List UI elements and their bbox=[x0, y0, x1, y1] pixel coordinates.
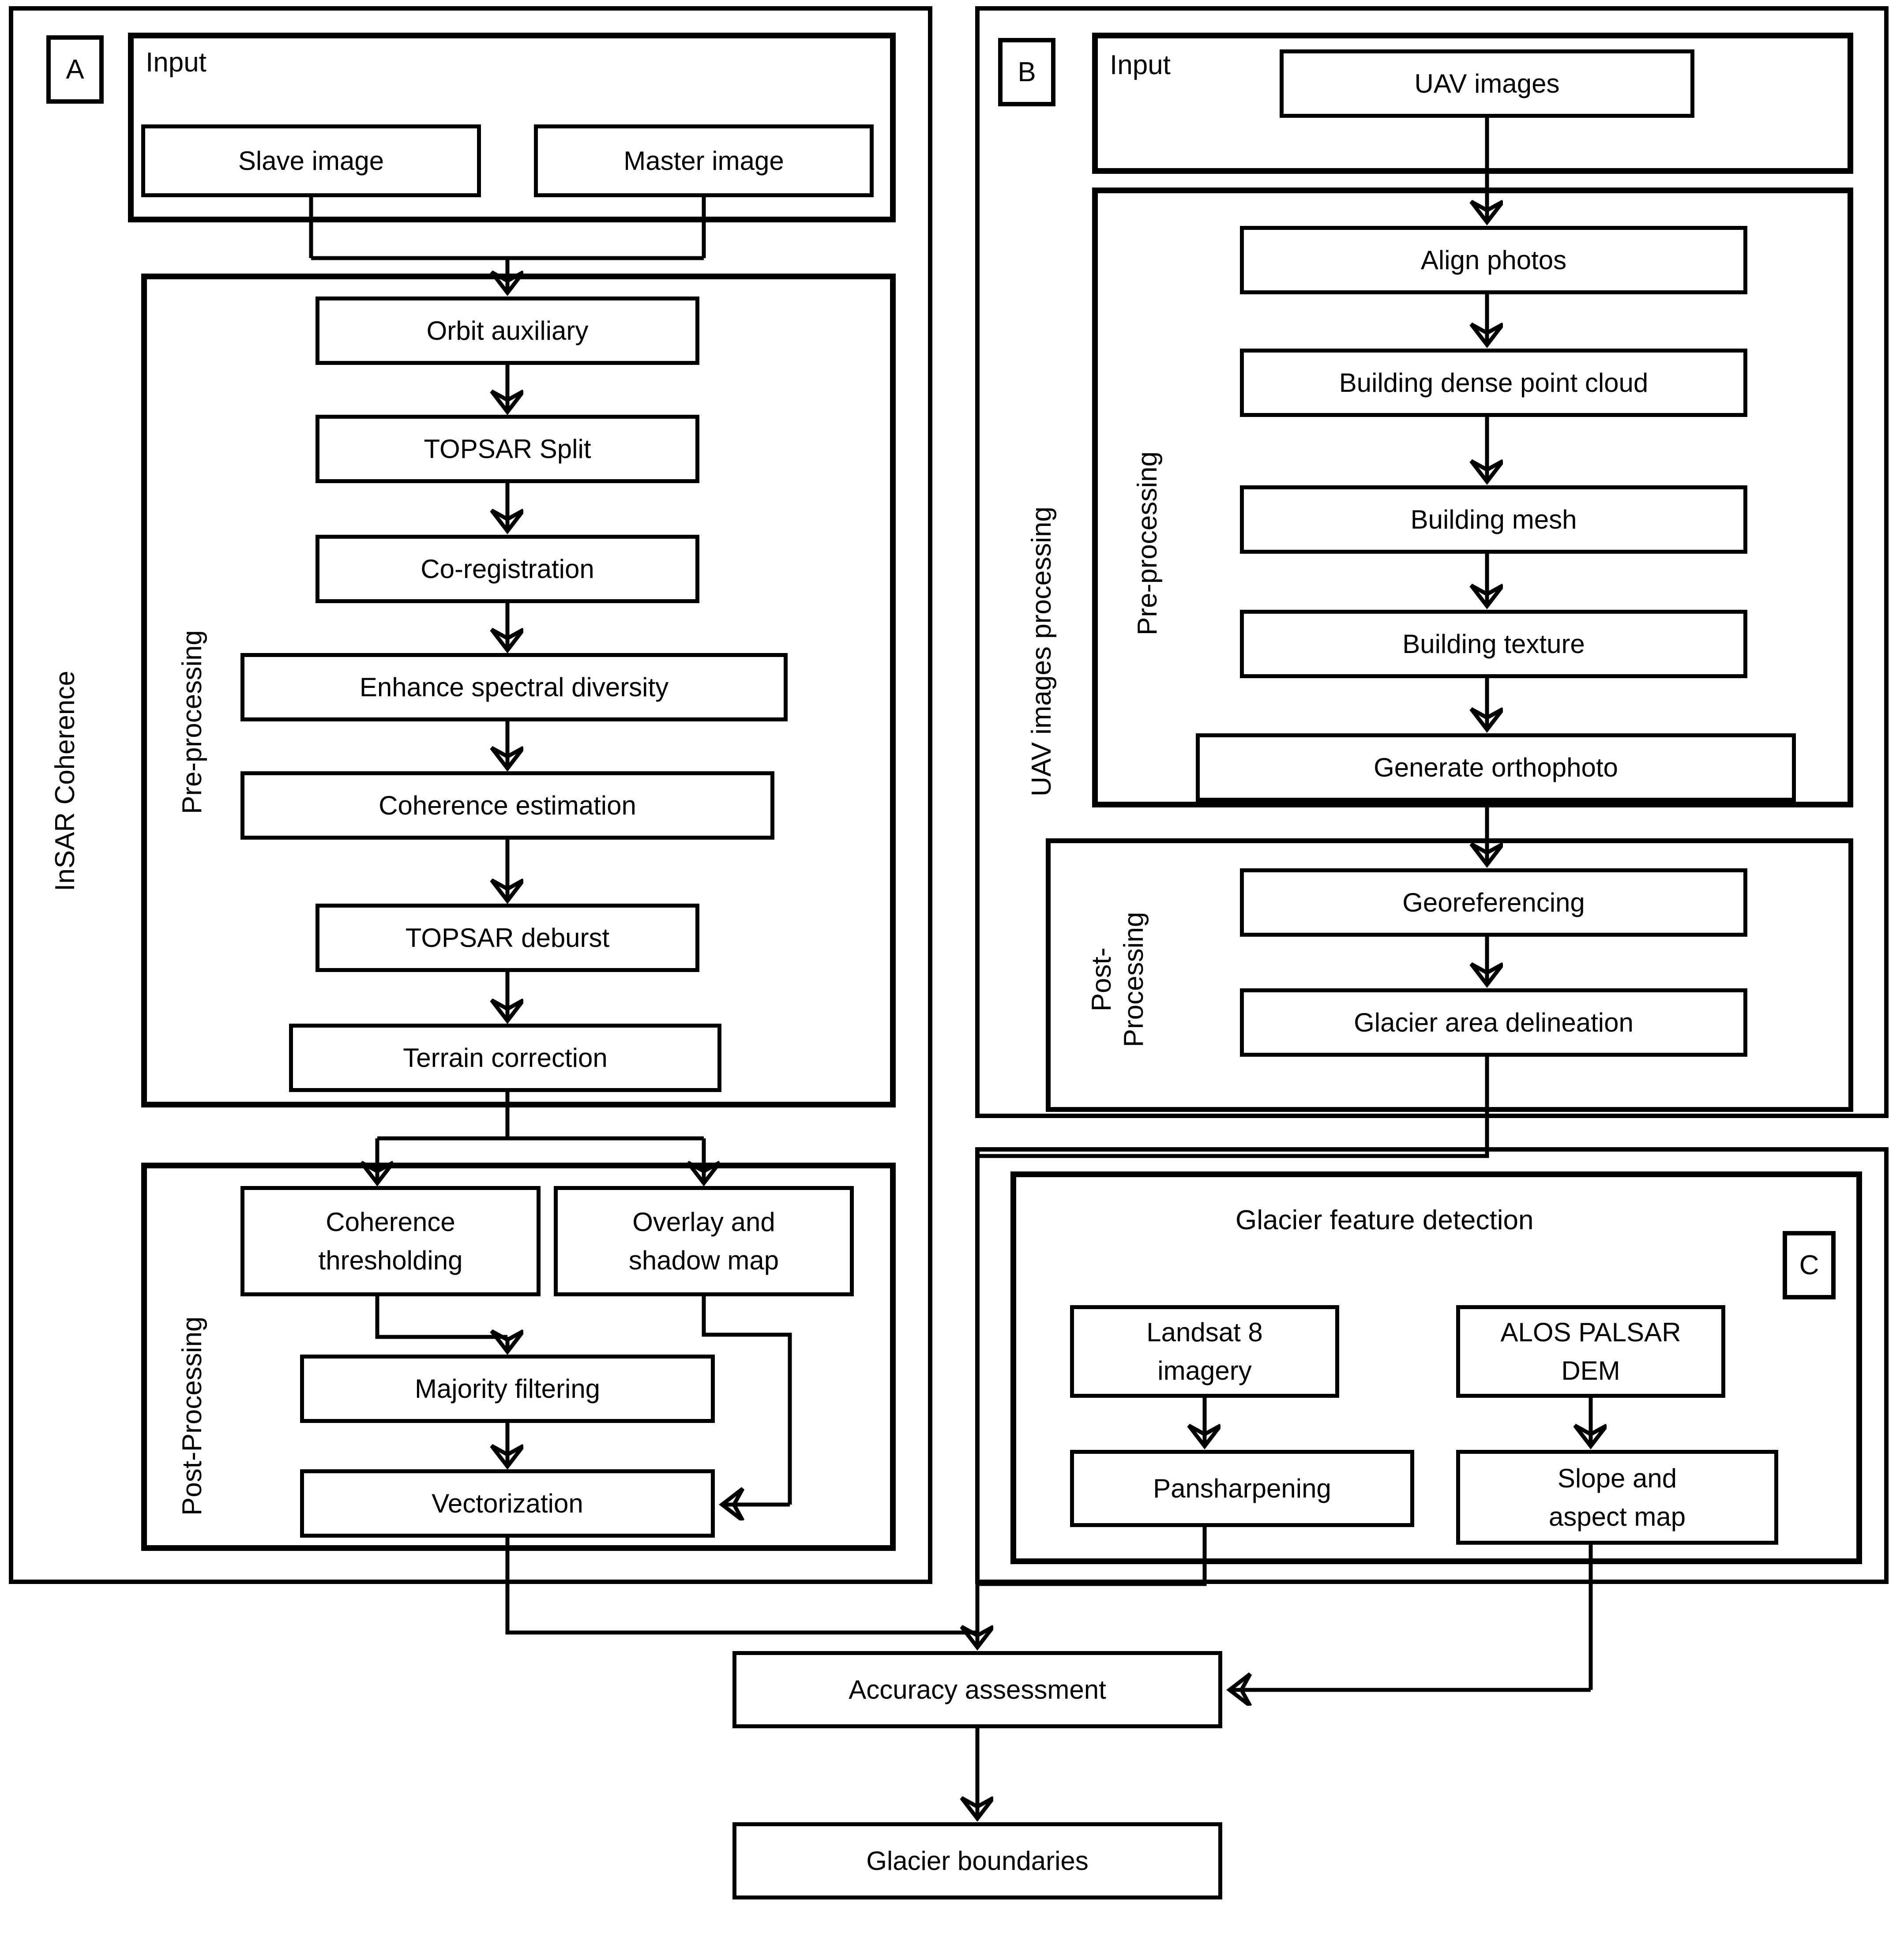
panel-b-postprocessing-label: Post- Processing bbox=[1085, 882, 1150, 1077]
box-slave-image[interactable]: Slave image bbox=[141, 124, 481, 197]
box-glacier-area-delineation-label: Glacier area delineation bbox=[1354, 1007, 1634, 1037]
box-pansharpening-label: Pansharpening bbox=[1153, 1473, 1331, 1503]
panel-a-insar-coherence bbox=[9, 6, 932, 1584]
panel-a-preprocessing-label: Pre-processing bbox=[177, 630, 207, 814]
box-vectorization-label: Vectorization bbox=[432, 1488, 583, 1518]
panel-b-preprocessing-group bbox=[1092, 188, 1853, 807]
panel-c-title: Glacier feature detection bbox=[1236, 1205, 1534, 1235]
panel-b-tag: B bbox=[998, 38, 1055, 106]
box-accuracy-assessment-label: Accuracy assessment bbox=[849, 1674, 1106, 1704]
box-georeferencing[interactable]: Georeferencing bbox=[1240, 868, 1747, 937]
box-topsar-split-label: TOPSAR Split bbox=[424, 434, 591, 464]
box-building-mesh[interactable]: Building mesh bbox=[1240, 485, 1747, 554]
box-coherence-thresholding-line1: Coherence bbox=[326, 1207, 455, 1237]
panel-b-post-label-line1: Post- bbox=[1086, 947, 1117, 1012]
panel-b-input-label: Input bbox=[1110, 50, 1171, 80]
box-alos-palsar-line2: DEM bbox=[1561, 1356, 1620, 1385]
panel-c-inner-group bbox=[1010, 1171, 1862, 1564]
box-majority-filtering[interactable]: Majority filtering bbox=[300, 1355, 715, 1423]
box-terrain-correction-label: Terrain correction bbox=[403, 1043, 608, 1073]
box-overlay-shadow-line1: Overlay and bbox=[632, 1207, 775, 1237]
box-building-mesh-label: Building mesh bbox=[1410, 504, 1577, 534]
panel-b-tag-label: B bbox=[1018, 57, 1036, 87]
box-landsat-8-imagery[interactable]: Landsat 8 imagery bbox=[1070, 1305, 1339, 1398]
panel-a-tag: A bbox=[46, 35, 104, 104]
box-slope-aspect-line2: aspect map bbox=[1548, 1501, 1686, 1531]
box-georeferencing-label: Georeferencing bbox=[1402, 887, 1585, 917]
box-master-image[interactable]: Master image bbox=[534, 124, 874, 197]
box-orbit-auxiliary-label: Orbit auxiliary bbox=[426, 315, 589, 345]
box-glacier-area-delineation[interactable]: Glacier area delineation bbox=[1240, 988, 1747, 1057]
box-coherence-estimation-label: Coherence estimation bbox=[379, 790, 636, 820]
panel-b-post-label-line2: Processing bbox=[1119, 912, 1149, 1047]
box-terrain-correction[interactable]: Terrain correction bbox=[289, 1024, 721, 1092]
box-align-photos-label: Align photos bbox=[1420, 245, 1567, 275]
panel-b-preprocessing-label: Pre-processing bbox=[1132, 451, 1163, 635]
box-landsat8-line2: imagery bbox=[1157, 1356, 1252, 1385]
box-majority-filtering-label: Majority filtering bbox=[414, 1374, 601, 1404]
box-master-image-label: Master image bbox=[623, 146, 784, 176]
panel-a-preprocessing-group bbox=[141, 274, 896, 1107]
box-overlay-shadow-line2: shadow map bbox=[628, 1246, 779, 1275]
box-align-photos[interactable]: Align photos bbox=[1240, 226, 1747, 294]
box-building-dense-point-cloud-label: Building dense point cloud bbox=[1339, 368, 1649, 398]
box-co-registration[interactable]: Co-registration bbox=[315, 535, 699, 603]
box-generate-orthophoto-label: Generate orthophoto bbox=[1374, 752, 1618, 782]
panel-c-tag: C bbox=[1783, 1231, 1836, 1299]
box-enhance-spectral-diversity-label: Enhance spectral diversity bbox=[359, 672, 669, 702]
box-glacier-boundaries-label: Glacier boundaries bbox=[866, 1846, 1089, 1876]
box-building-texture[interactable]: Building texture bbox=[1240, 610, 1747, 678]
box-accuracy-assessment[interactable]: Accuracy assessment bbox=[732, 1651, 1222, 1728]
box-coherence-estimation[interactable]: Coherence estimation bbox=[240, 771, 774, 840]
panel-c-tag-label: C bbox=[1799, 1250, 1819, 1280]
box-pansharpening[interactable]: Pansharpening bbox=[1070, 1450, 1414, 1527]
box-alos-palsar-line1: ALOS PALSAR bbox=[1500, 1317, 1681, 1347]
box-uav-images[interactable]: UAV images bbox=[1280, 49, 1694, 118]
box-overlay-and-shadow-map[interactable]: Overlay and shadow map bbox=[554, 1186, 854, 1296]
box-topsar-deburst-label: TOPSAR deburst bbox=[405, 923, 610, 953]
panel-b-input-group bbox=[1092, 33, 1853, 174]
panel-a-postprocessing-label: Post-Processing bbox=[177, 1316, 207, 1516]
panel-a-input-label: Input bbox=[146, 47, 207, 78]
box-alos-palsar-dem[interactable]: ALOS PALSAR DEM bbox=[1456, 1305, 1725, 1398]
box-building-texture-label: Building texture bbox=[1402, 629, 1585, 659]
box-slave-image-label: Slave image bbox=[238, 146, 384, 176]
box-slope-and-aspect-map[interactable]: Slope and aspect map bbox=[1456, 1450, 1778, 1545]
box-topsar-deburst[interactable]: TOPSAR deburst bbox=[315, 904, 699, 972]
panel-b-side-label: UAV images processing bbox=[1026, 506, 1057, 796]
box-coherence-thresholding-line2: thresholding bbox=[318, 1246, 463, 1275]
panel-a-side-label: InSAR Coherence bbox=[50, 671, 80, 891]
box-landsat8-line1: Landsat 8 bbox=[1146, 1317, 1263, 1347]
box-glacier-boundaries[interactable]: Glacier boundaries bbox=[732, 1822, 1222, 1899]
box-coherence-thresholding[interactable]: Coherence thresholding bbox=[240, 1186, 541, 1296]
box-generate-orthophoto[interactable]: Generate orthophoto bbox=[1196, 733, 1796, 802]
box-vectorization[interactable]: Vectorization bbox=[300, 1469, 715, 1538]
box-uav-images-label: UAV images bbox=[1414, 68, 1560, 98]
box-orbit-auxiliary[interactable]: Orbit auxiliary bbox=[315, 297, 699, 365]
panel-a-tag-label: A bbox=[66, 54, 84, 85]
box-co-registration-label: Co-registration bbox=[421, 554, 594, 584]
box-enhance-spectral-diversity[interactable]: Enhance spectral diversity bbox=[240, 653, 788, 721]
box-building-dense-point-cloud[interactable]: Building dense point cloud bbox=[1240, 349, 1747, 417]
box-topsar-split[interactable]: TOPSAR Split bbox=[315, 415, 699, 483]
box-slope-aspect-line1: Slope and bbox=[1557, 1463, 1677, 1493]
